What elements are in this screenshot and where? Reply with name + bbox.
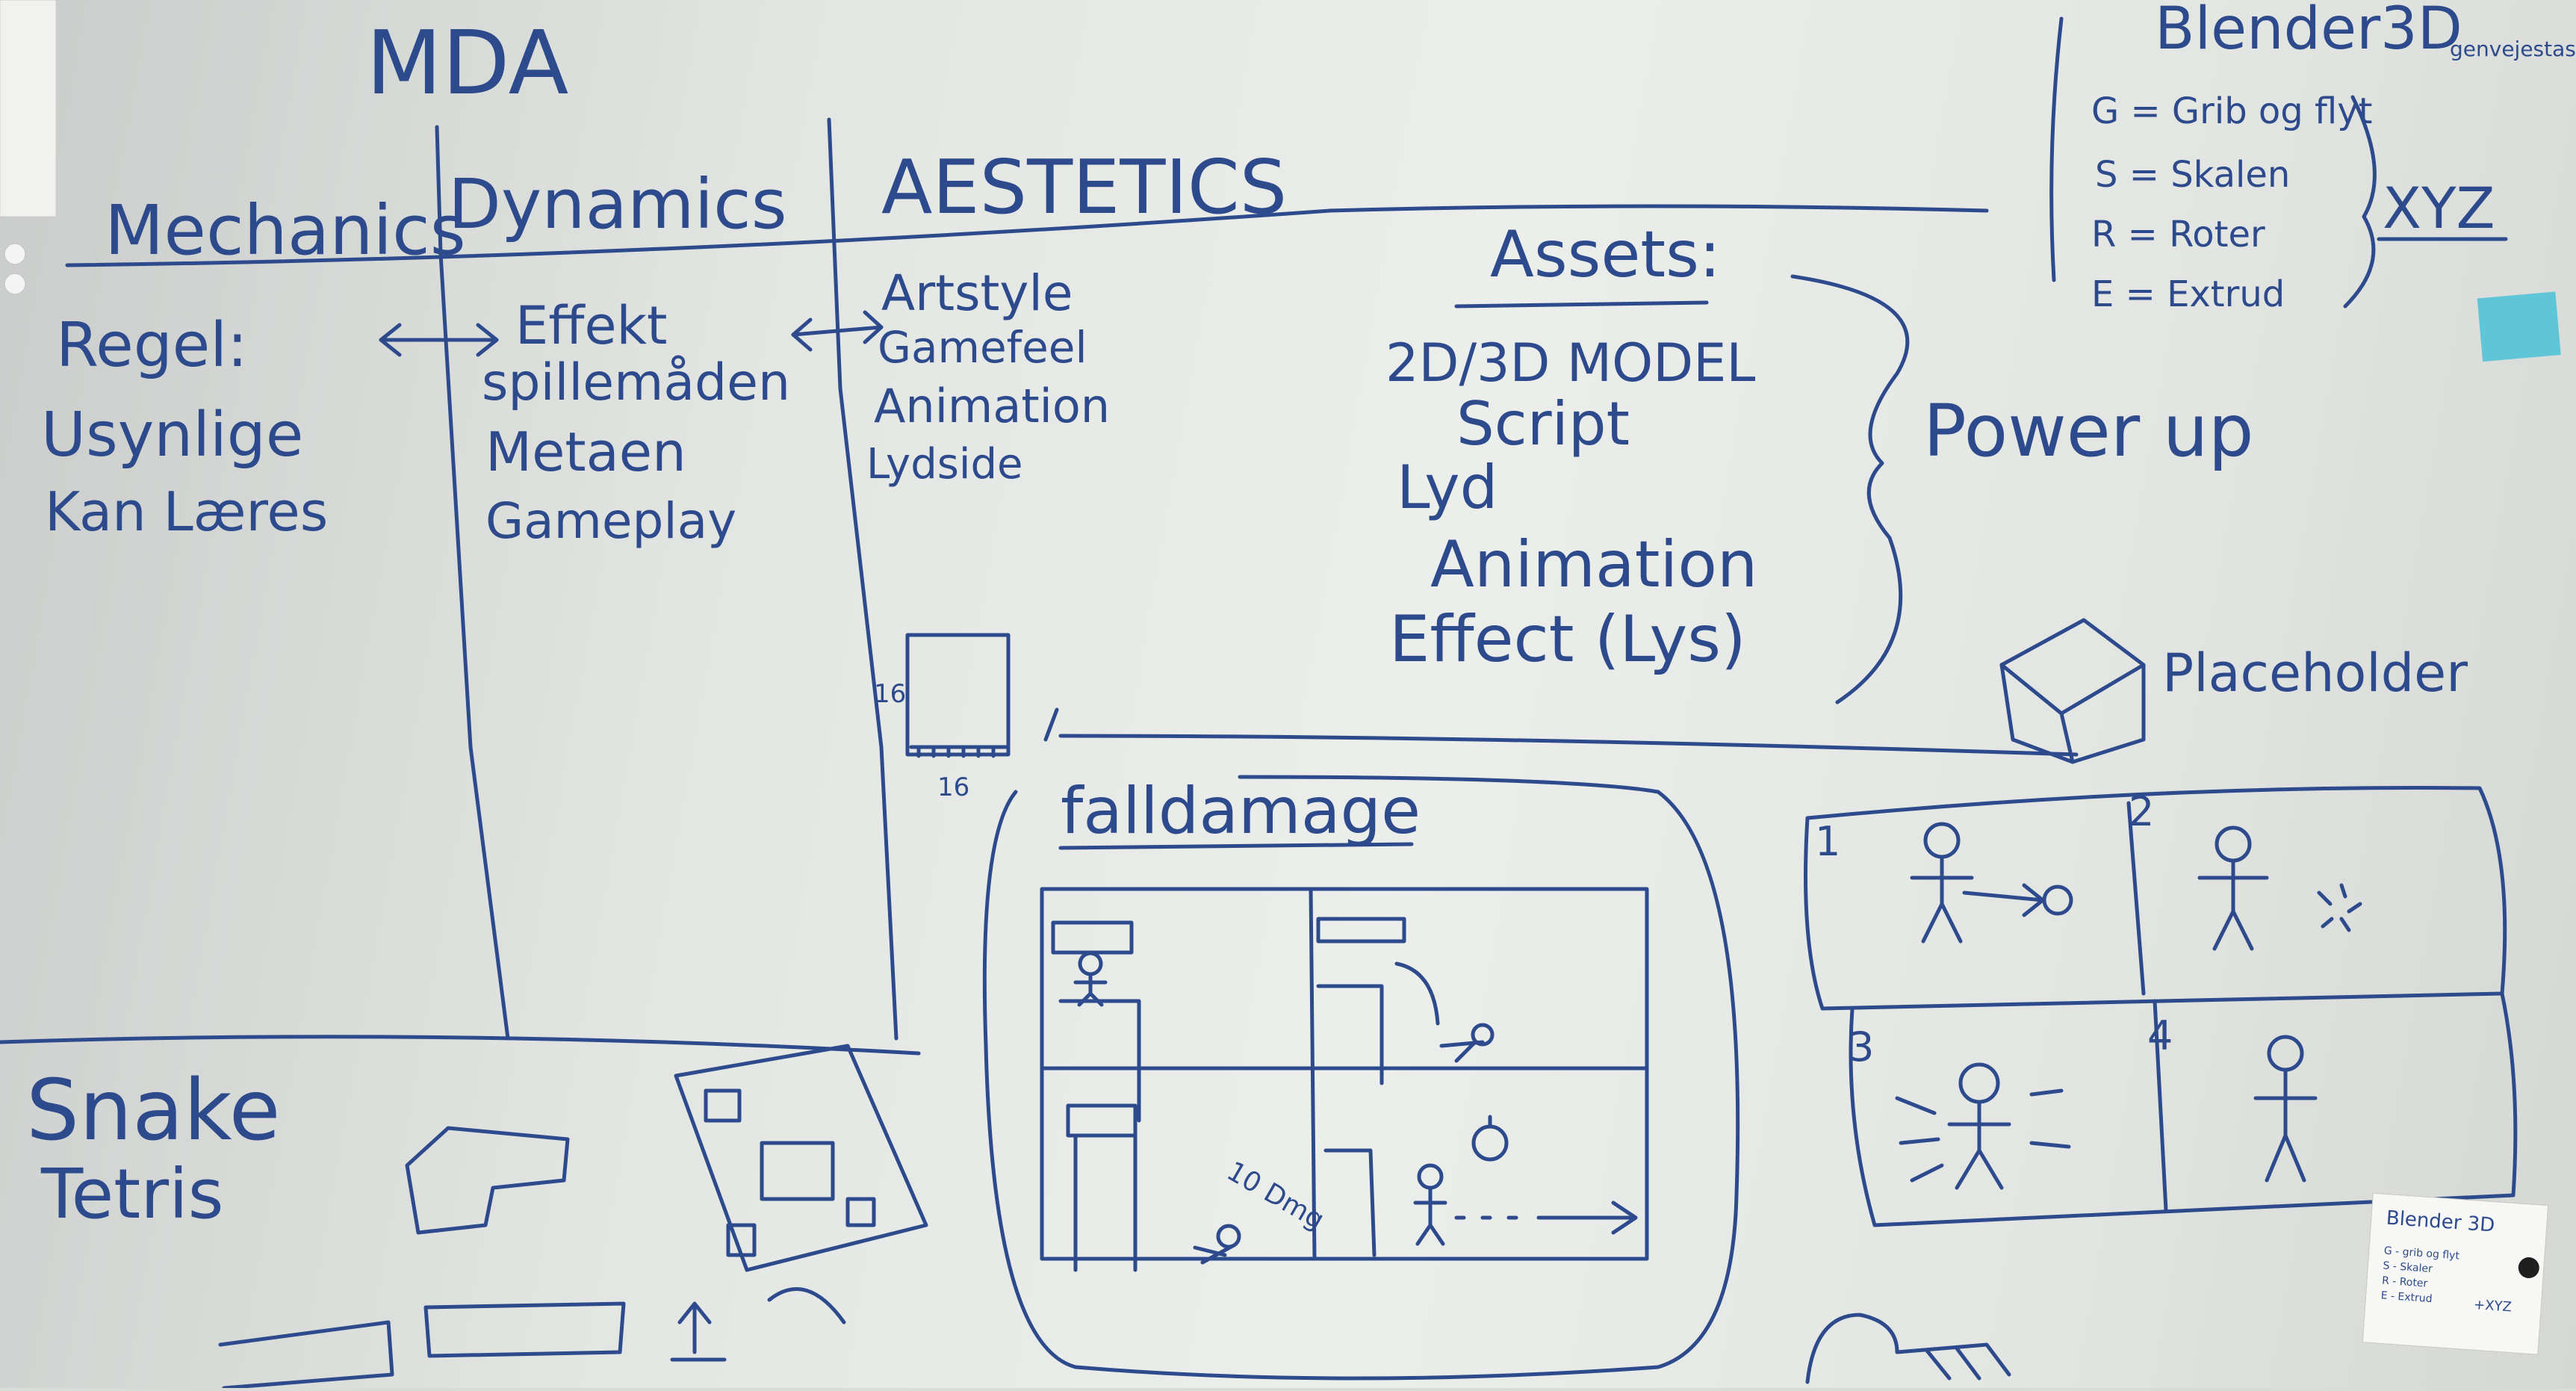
falldamage-storyboard <box>1040 887 1649 1272</box>
sticky-axes: +XYZ <box>2473 1297 2512 1315</box>
blender-shortcut: G = Grib og flyt <box>2091 90 2372 132</box>
aesthetics-item: Gamefeel <box>878 322 1087 373</box>
tetris-sketches <box>218 1044 928 1390</box>
cube-icon <box>1999 618 2146 764</box>
mda-grid <box>65 117 1989 1041</box>
storyboard-grid <box>1804 786 2518 1227</box>
powerup-label: Power up <box>1923 389 2254 473</box>
assets-item: Animation <box>1430 527 1757 602</box>
panel-number: 4 <box>2147 1012 2173 1059</box>
dimension-label: 16 <box>874 679 906 709</box>
heading-mechanics: Mechanics <box>105 190 466 270</box>
assets-item: 2D/3D MODEL <box>1385 332 1755 394</box>
game-name: Tetris <box>40 1154 224 1234</box>
wall-outlet <box>0 0 57 217</box>
blender-title: Blender3D <box>2155 0 2462 63</box>
blender-shortcut: S = Skalen <box>2095 154 2290 196</box>
dynamics-item: Effekt <box>515 295 668 356</box>
heading-aesthetics: AESTETICS <box>881 143 1287 231</box>
curly-brace <box>2343 95 2377 309</box>
assets-item: Effect (Lys) <box>1389 602 1746 677</box>
blender-axes: XYZ <box>2383 175 2495 241</box>
dynamics-item: spillemåden <box>482 353 790 412</box>
double-arrow-icon <box>791 310 884 352</box>
magnet <box>4 273 26 295</box>
dynamics-item: Metaen <box>485 421 686 483</box>
assets-heading: Assets: <box>1490 217 1721 292</box>
bracket-line <box>2049 16 2064 282</box>
curly-brace <box>1790 274 1910 704</box>
blender-shortcut: E = Extrud <box>2091 273 2285 315</box>
aesthetics-item: Artstyle <box>881 264 1073 322</box>
sticky-line: R - Roter <box>2382 1274 2428 1289</box>
game-name: Snake <box>26 1062 280 1159</box>
aesthetics-item: Lydside <box>866 440 1022 489</box>
blender-shortcut: R = Roter <box>2091 214 2265 255</box>
placeholder-label: Placeholder <box>2162 642 2468 704</box>
sticky-line: G - grib og flyt <box>2383 1245 2460 1262</box>
sticky-note: Blender 3D G - grib og flyt S - Skaler R… <box>2362 1192 2549 1355</box>
underline <box>1058 842 1414 850</box>
falldamage-title: falldamage <box>1061 774 1421 849</box>
dimension-label: 16 <box>937 772 969 802</box>
blender-subtitle: genvejestaste <box>2450 37 2576 61</box>
panel-number: 1 <box>1815 818 1840 865</box>
heading-dynamics: Dynamics <box>448 164 787 244</box>
block-sketch <box>905 633 1011 758</box>
aesthetics-item: Animation <box>874 379 1110 433</box>
falldamage-frame <box>982 775 1740 1381</box>
board-title: MDA <box>366 11 568 114</box>
assets-item: Script <box>1456 389 1630 459</box>
double-arrow-icon <box>379 323 499 357</box>
divider-line <box>0 1035 921 1056</box>
mechanics-item: Usynlige <box>41 400 303 471</box>
divider-line <box>1043 707 2079 757</box>
panel-number: 3 <box>1849 1023 1874 1071</box>
dynamics-item: Gameplay <box>485 492 736 550</box>
assets-item: Lyd <box>1397 453 1498 522</box>
mechanics-item: Regel: <box>56 310 248 381</box>
sticky-line: S - Skaler <box>2383 1260 2433 1275</box>
magnet <box>4 243 26 265</box>
sticky-line: E - Extrud <box>2380 1289 2433 1305</box>
mechanics-item: Kan Læres <box>45 480 328 543</box>
underline <box>1454 300 1709 309</box>
sticky-note-small <box>2477 291 2561 362</box>
panel-number: 2 <box>2129 788 2154 835</box>
conveyor-sketch <box>1805 1313 2011 1384</box>
